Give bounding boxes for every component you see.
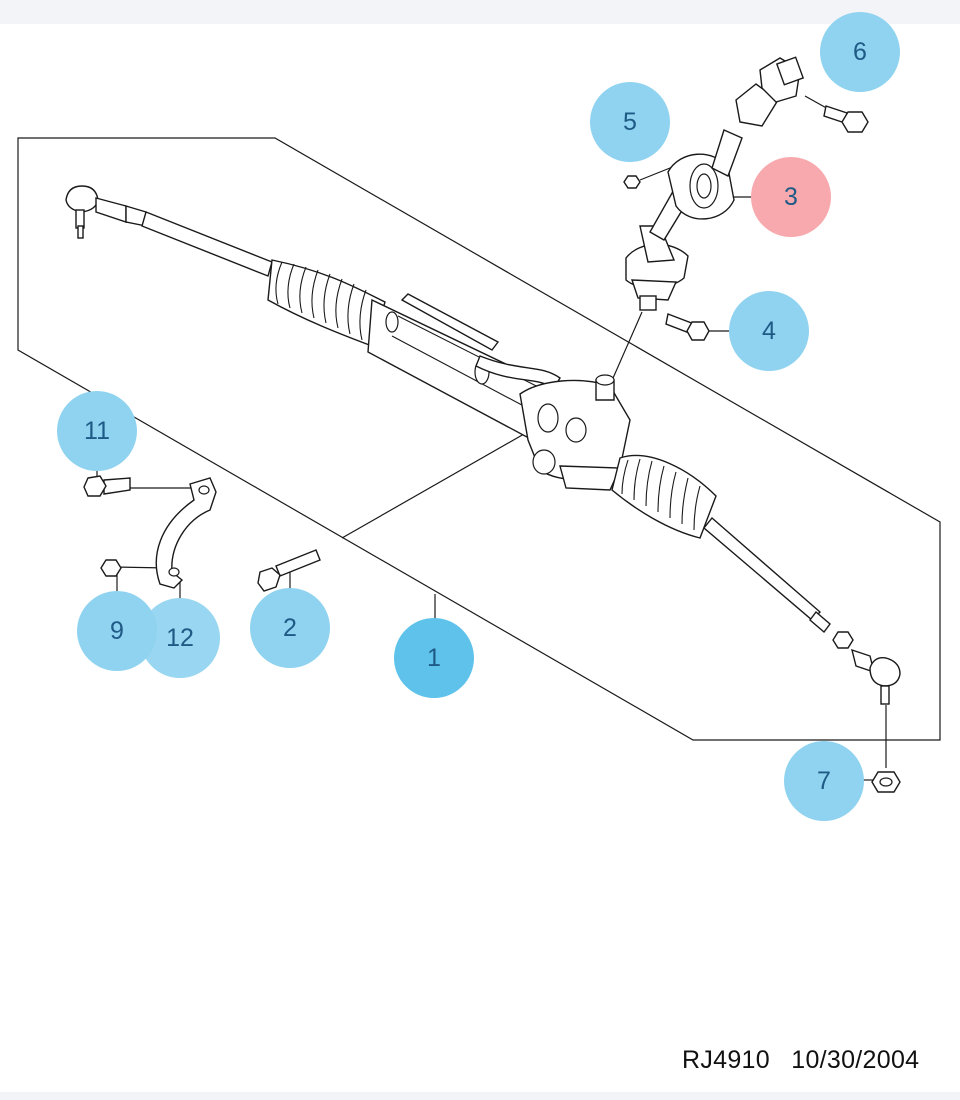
- callout-2-label[interactable]: 2: [283, 614, 297, 642]
- tie-rod-end-nut: [871, 771, 901, 793]
- diagram-footer: RJ4910 10/30/2004: [682, 1046, 942, 1075]
- callout-12-label[interactable]: 12: [166, 624, 194, 652]
- callout-7-label[interactable]: 7: [817, 767, 831, 795]
- leader-lines: [96, 95, 887, 781]
- callout-7-circle[interactable]: [784, 741, 864, 821]
- callout-6-circle[interactable]: [820, 12, 900, 92]
- right-bellows-boot: [611, 454, 717, 539]
- callout-2-circle[interactable]: [250, 588, 330, 668]
- seal-nut: [623, 175, 641, 189]
- right-tie-rod: [703, 516, 822, 621]
- callout-1-label[interactable]: 1: [427, 644, 441, 672]
- clamp-bolt: [83, 475, 131, 497]
- callout-6-label[interactable]: 6: [853, 38, 867, 66]
- diagram-date: 10/30/2004: [791, 1046, 920, 1074]
- callout-4-label[interactable]: 4: [762, 317, 776, 345]
- mounting-clamp: [155, 477, 217, 589]
- callout-11-circle[interactable]: [57, 391, 137, 471]
- bottom-bar: [0, 1092, 960, 1100]
- callouts: 1 2 3 4 5 6 7 9 11 12: [57, 12, 900, 821]
- callout-5-circle[interactable]: [590, 82, 670, 162]
- assembly-outline: [17, 137, 941, 741]
- right-jam-nut: [832, 631, 854, 649]
- top-bar: [0, 0, 960, 24]
- pinion-valve-body: [519, 374, 631, 491]
- callout-3-label[interactable]: 3: [784, 183, 798, 211]
- universal-joint: [735, 56, 805, 127]
- callout-4-circle[interactable]: [729, 291, 809, 371]
- callout-5-label[interactable]: 5: [623, 108, 637, 136]
- left-bellows-boot: [267, 259, 386, 347]
- callout-11-label[interactable]: 11: [84, 417, 110, 445]
- right-tie-rod-thread: [809, 610, 831, 634]
- intermediate-shaft: [649, 129, 743, 241]
- pinch-bolt: [823, 105, 869, 133]
- callout-12-circle[interactable]: [140, 598, 220, 678]
- pinion-coupling: [625, 225, 689, 311]
- callout-3-circle[interactable]: [751, 157, 831, 237]
- left-tie-rod-end: [65, 185, 147, 239]
- callout-9-circle[interactable]: [77, 591, 157, 671]
- left-tie-rod: [141, 211, 273, 277]
- diagram-code: RJ4910: [682, 1046, 770, 1074]
- callout-1-circle[interactable]: [394, 618, 474, 698]
- callout-9-label[interactable]: 9: [110, 617, 124, 645]
- clamp-nut: [100, 559, 122, 577]
- coupling-bolt: [665, 313, 710, 341]
- right-tie-rod-end: [851, 648, 901, 705]
- rack-mounting-bolt: [257, 549, 321, 592]
